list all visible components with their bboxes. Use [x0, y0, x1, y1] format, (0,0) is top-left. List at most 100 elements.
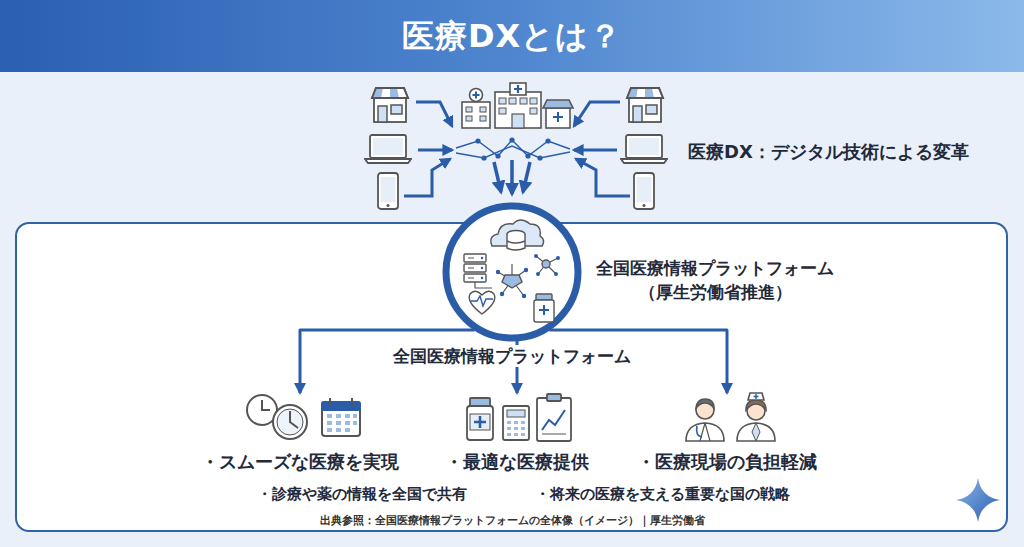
platform-icons: [500, 292, 504, 296]
network-lines: [509, 137, 514, 142]
platform-icons: [498, 264, 526, 296]
platform-icons: [464, 274, 486, 282]
platform-circle: [446, 206, 578, 338]
platform-icons: [536, 272, 540, 276]
source-devices: [621, 135, 667, 163]
hospital-icons: [480, 116, 486, 121]
benefit-text: ・医療現場の負担軽減: [622, 451, 832, 473]
summary-bullet: ・将来の医療を支える重要な国の戦略: [510, 485, 814, 504]
benefit-item: ・最適な医療提供: [412, 393, 622, 475]
converge-arrows: [494, 162, 501, 192]
inflow-arrows: [416, 102, 452, 126]
network-lines: [456, 146, 570, 158]
platform-icons: [534, 300, 554, 322]
hospital-icons: [530, 108, 537, 114]
platform-icons: [542, 260, 550, 268]
platform-icons: [468, 258, 474, 278]
hospital-icons: [499, 98, 506, 104]
converge-arrows: [523, 162, 530, 192]
flow-arrow: [516, 341, 519, 393]
platform-hub: 全国医療情報プラットフォーム （厚生労働省推進）全国医療情報プラットフォーム: [442, 202, 582, 342]
platform-icons: [464, 220, 560, 322]
hospital-icons: [466, 107, 472, 112]
platform-icons: [464, 264, 486, 272]
platform-icons: [522, 294, 526, 298]
inflow-arrows: [576, 159, 630, 196]
benefit-item: ・スムーズな医療を実現: [195, 393, 405, 475]
inflow-arrows: [404, 159, 450, 196]
platform-icons: [507, 241, 525, 243]
hospital-icons: [495, 92, 541, 128]
hospital-icons: [530, 98, 537, 104]
hospital-icons: [510, 83, 526, 95]
source-devices: [634, 173, 654, 209]
platform-label: 全国医療情報プラットフォーム: [382, 345, 642, 367]
platform-icons: [539, 305, 549, 315]
hospital-icons: [520, 98, 527, 104]
network-lines: [525, 153, 530, 158]
source-caption: 出典参照：全国医療情報プラットフォームの全体像（イメージ）｜厚生労働省: [0, 513, 1024, 528]
network-lines: [495, 153, 500, 158]
hospital-icons: [514, 85, 522, 93]
platform-icons: [502, 275, 522, 288]
hospital-icons: [543, 100, 573, 108]
source-devices: [627, 88, 663, 122]
hospital-icons: [462, 83, 573, 128]
platform-icons: [536, 256, 558, 274]
benefit-item: ・医療現場の負担軽減: [622, 393, 832, 475]
platform-icons: [554, 272, 558, 276]
inflow-arrows: [574, 102, 620, 126]
network-lines: [456, 137, 570, 160]
inflow-arrows: [574, 149, 617, 152]
source-devices: [372, 88, 408, 122]
platform-icons: [524, 268, 528, 272]
converge-arrows: [494, 160, 530, 194]
hospital-icons: [480, 107, 486, 112]
flow-arrow: [300, 330, 475, 393]
hospital-icons: [499, 108, 506, 114]
platform-icons: [475, 282, 492, 288]
platform-label: 全国医療情報プラットフォーム （厚生労働省推進）: [585, 256, 845, 304]
platform-icons: [481, 267, 483, 269]
platform-icons: [536, 294, 552, 300]
source-devices: [365, 135, 411, 163]
network-lines: [545, 138, 550, 143]
hospital-icons: [509, 98, 516, 104]
summary-bullet: ・診療や薬の情報を全国で共有: [230, 485, 494, 504]
hospital-icons: [466, 116, 472, 121]
section-label: 医療DX：デジタル技術による変革: [688, 140, 969, 164]
converge-arrows: [510, 160, 514, 194]
title-text: 医療DXとは？: [0, 0, 1024, 72]
hospital-icons: [512, 114, 524, 128]
hospital-icons: [462, 102, 490, 128]
content-panel: ・診療や薬の情報を全国で共有・将来の医療を支える重要な国の戦略: [15, 222, 1008, 532]
source-devices: [365, 88, 667, 209]
benefit-text: ・スムーズな医療を実現: [195, 451, 405, 473]
platform-icons: [556, 256, 560, 260]
platform-circle: [442, 202, 582, 342]
platform-icons: [481, 257, 483, 259]
platform-icons: [471, 296, 493, 306]
platform-icons: [469, 291, 495, 314]
platform-icons: [481, 277, 483, 279]
inflow-arrows: [418, 149, 452, 152]
network-lines: [537, 155, 542, 160]
network-lines: [456, 140, 570, 156]
platform-icons: [507, 234, 525, 250]
hospital-icons: [470, 89, 483, 102]
platform-icons: [464, 254, 486, 262]
platform-icons: [534, 254, 538, 258]
hospital-icons: [553, 112, 563, 122]
flow-arrow: [549, 330, 727, 393]
source-devices: [378, 173, 398, 209]
network-lines: [475, 138, 480, 143]
hospital-icons: [546, 108, 570, 128]
inflow-arrows: [404, 102, 630, 196]
title-banner: 医療DXとは？: [0, 0, 1024, 72]
benefit-text: ・最適な医療提供: [412, 451, 622, 473]
platform-icons: [496, 270, 500, 274]
hospital-icons: [473, 92, 480, 99]
network-lines: [481, 155, 486, 160]
